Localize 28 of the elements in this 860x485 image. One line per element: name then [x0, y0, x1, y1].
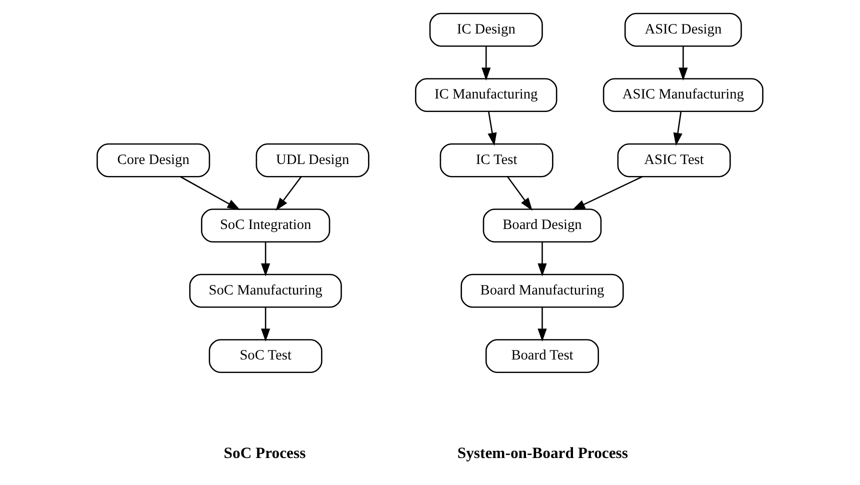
node-box: ASIC Design: [624, 12, 742, 47]
arrow: [572, 176, 642, 210]
arrow: [488, 111, 497, 146]
node-box: Core Design: [96, 143, 210, 178]
node-box: IC Design: [429, 12, 543, 47]
label: SoC Process: [224, 444, 306, 462]
node-box: SoC Integration: [200, 208, 330, 242]
arrow: [538, 307, 547, 342]
arrow: [507, 176, 532, 211]
node-box: ASIC Test: [617, 143, 731, 178]
arrow: [276, 176, 302, 211]
arrow: [538, 242, 547, 276]
arrow: [482, 46, 491, 81]
label: System-on-Board Process: [457, 444, 628, 462]
node-box: SoC Test: [208, 339, 322, 373]
node-box: IC Test: [440, 143, 554, 178]
node-box: Board Design: [482, 208, 602, 242]
arrow: [180, 176, 240, 210]
node-box: Board Test: [485, 339, 599, 373]
arrow: [673, 111, 682, 146]
arrow: [261, 307, 270, 342]
arrow: [261, 242, 270, 276]
arrow: [678, 46, 688, 81]
node-box: ASIC Manufacturing: [602, 78, 764, 112]
node-box: SoC Manufacturing: [189, 274, 342, 308]
node-box: Board Manufacturing: [460, 274, 624, 308]
node-box: IC Manufacturing: [415, 78, 558, 112]
node-box: UDL Design: [256, 143, 370, 178]
